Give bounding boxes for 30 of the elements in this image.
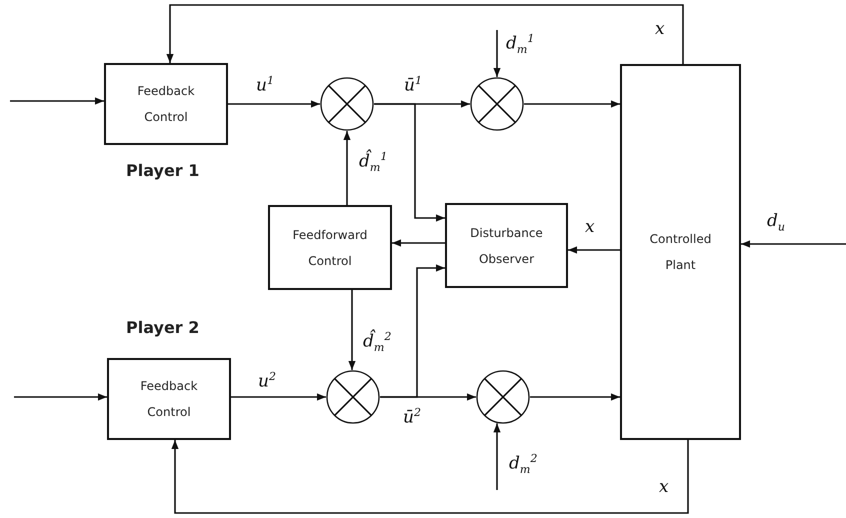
player-label: Player 2	[126, 318, 200, 337]
block-label: Feedforward Control	[292, 226, 368, 270]
signal-label: d$_{u}$	[766, 212, 786, 234]
arrow	[741, 240, 846, 248]
block-box	[268, 205, 392, 290]
arrow	[380, 264, 445, 398]
arrow	[524, 100, 620, 108]
arrow	[14, 393, 107, 401]
arrow	[374, 103, 445, 222]
arrow	[228, 100, 320, 108]
arrow	[493, 423, 501, 490]
player-label: Player 1	[126, 161, 200, 180]
arrow	[348, 290, 356, 370]
arrow	[530, 393, 620, 401]
block-box	[107, 358, 231, 440]
arrow	[343, 131, 351, 205]
block-box	[620, 64, 741, 440]
arrow	[171, 440, 689, 514]
arrow	[392, 239, 445, 247]
arrow	[231, 393, 326, 401]
arrow	[10, 97, 104, 105]
block-label: Controlled Plant	[648, 231, 712, 274]
arrow	[568, 246, 620, 254]
block-label: Feedback Control	[139, 378, 199, 421]
block-label: Disturbance Observer	[469, 224, 544, 268]
block-box	[445, 203, 568, 288]
block-box	[104, 63, 228, 145]
arrow	[166, 4, 684, 64]
arrow	[493, 30, 501, 77]
block-label: Feedback Control	[136, 83, 196, 126]
